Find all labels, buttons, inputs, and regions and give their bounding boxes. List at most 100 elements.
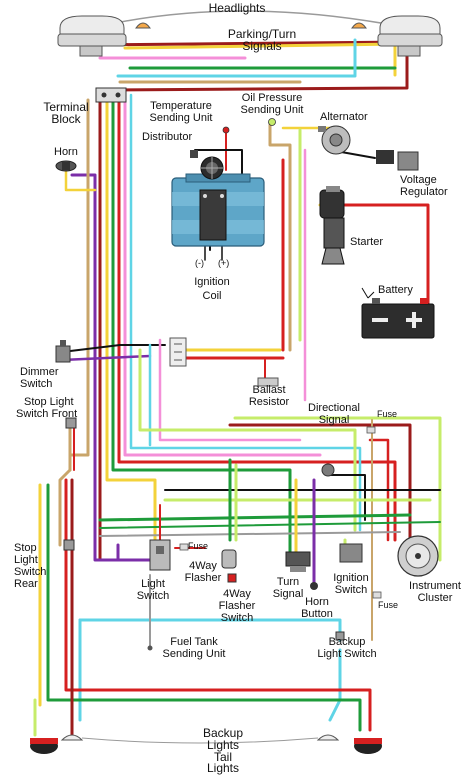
headlight-right [377, 15, 443, 57]
label-backup-lights-1: Backup [202, 726, 244, 740]
label-fuse-top: Fuse [377, 409, 398, 419]
label-distributor: Distributor [142, 131, 193, 143]
wire-right-lightgreen [233, 416, 442, 562]
horn [55, 160, 77, 172]
wire-right-blk [329, 474, 366, 521]
wire-tail-red [64, 478, 372, 732]
label-instrument-cluster-1: Instrument [409, 580, 461, 592]
backup-light-line [81, 737, 319, 744]
label-light-switch-2: Switch [136, 590, 170, 602]
fuse-light [179, 543, 189, 551]
label-backup-switch-2: Light Switch [317, 648, 377, 660]
label-battery: Battery [378, 284, 413, 296]
label-horn-button-1: Horn [305, 596, 329, 608]
label-4way-flasher-2: Flasher [184, 572, 222, 584]
wire-low-gray [99, 531, 401, 537]
oil-sender [268, 118, 276, 126]
distributor [190, 150, 224, 180]
fuse-cluster [372, 591, 382, 599]
starter [319, 186, 345, 265]
terminal-block [95, 87, 127, 103]
wire-low-darkgreen [99, 521, 441, 529]
wire-left-yellow [105, 93, 157, 547]
label-directional-signal-2: Signal [318, 414, 350, 426]
label-coil-positive: (+) [218, 258, 230, 268]
label-light-switch-1: Light [141, 578, 165, 590]
label-voltage-regulator-1: Voltage [400, 174, 437, 186]
fuel-sender [147, 645, 153, 651]
instrument-cluster [397, 535, 439, 577]
label-4way-flasher-switch-3: Switch [220, 612, 254, 624]
backup-light-left [60, 734, 84, 741]
label-fuel-sender-2: Sending Unit [162, 648, 226, 660]
label-directional-signal-1: Directional [308, 402, 360, 414]
label-stop-switch-rear-3: Switch [14, 566, 47, 578]
wire-mid-pink [158, 338, 302, 442]
label-tail-lights-1: Tail [213, 750, 232, 764]
label-instrument-cluster-2: Cluster [417, 592, 453, 604]
label-horn-button-2: Button [301, 608, 333, 620]
label-parking-turn-1: Parking/Turn [227, 27, 297, 41]
temp-sender [222, 126, 230, 134]
label-starter: Starter [350, 236, 384, 248]
label-stop-switch-rear-4: Rear [14, 578, 38, 590]
stop-switch-rear [63, 539, 75, 551]
wire-starter-red [343, 203, 430, 307]
way4-flasher-switch [227, 573, 237, 583]
label-stop-switch-rear-1: Stop [14, 542, 37, 554]
fuse-top [366, 426, 376, 434]
label-4way-flasher-switch-1: 4Way [223, 588, 251, 600]
label-backup-lights-2: Lights [206, 738, 240, 752]
tail-light-left [30, 738, 58, 754]
wire-dimmer-2 [60, 354, 152, 362]
way4-flasher [221, 549, 237, 569]
label-coil-negative: (-) [195, 258, 204, 268]
label-terminal-block-1: Terminal [43, 100, 89, 114]
label-4way-flasher-switch-2: Flasher [218, 600, 256, 612]
headlight-left [57, 15, 127, 57]
wire-left-pink [123, 93, 322, 457]
label-ignition-switch-1: Ignition [333, 572, 369, 584]
label-turn-signal-1: Turn [276, 576, 300, 588]
label-alternator: Alternator [320, 111, 368, 123]
dimmer-switch [55, 340, 71, 363]
ignition-coil [199, 189, 227, 241]
label-stop-switch-front-2: Switch Front [16, 408, 78, 420]
label-stop-switch-front-1: Stop Light [24, 396, 74, 408]
stop-switch-front [65, 417, 77, 429]
wire-horn-yellow [64, 170, 97, 192]
wire-bus-cyan [116, 38, 357, 78]
label-ignition-coil-1: Ignition [194, 276, 230, 288]
label-fuse-light: Fuse [188, 541, 209, 551]
directional-signal [321, 463, 335, 477]
wire-stop-front-tan [58, 423, 72, 547]
label-fuse-cluster: Fuse [378, 600, 399, 610]
label-ballast-resistor-2: Resistor [248, 396, 290, 408]
wire-right-darkred [228, 423, 412, 542]
label-fuel-sender-1: Fuel Tank [170, 636, 218, 648]
label-ignition-coil-2: Coil [202, 290, 222, 302]
tail-light-right [354, 738, 382, 754]
ballast-resistor [257, 377, 279, 387]
voltage-regulator [376, 150, 419, 171]
label-dimmer-switch-1: Dimmer [20, 366, 59, 378]
label-oil-sender-2: Sending Unit [240, 104, 304, 116]
label-headlights: Headlights [208, 1, 266, 15]
label-parking-turn-2: Signals [242, 39, 282, 53]
battery [361, 287, 435, 339]
wire-backup-cyan-2 [328, 648, 342, 722]
label-4way-flasher-1: 4Way [189, 560, 217, 572]
wire-right-red-2 [368, 438, 390, 542]
label-terminal-block-2: Block [51, 112, 81, 126]
wire-left-green [111, 93, 292, 562]
wire-lightsw-purple [116, 543, 152, 562]
wire-oil-tan [268, 123, 292, 352]
parking-light-left [135, 22, 151, 29]
light-switch [149, 539, 171, 571]
label-dimmer-switch-2: Switch [20, 378, 53, 390]
label-backup-switch-1: Backup [328, 636, 366, 648]
mid-connector [169, 337, 187, 367]
wire-bus-dark-red [78, 40, 409, 92]
label-turn-signal-2: Signal [272, 588, 304, 600]
